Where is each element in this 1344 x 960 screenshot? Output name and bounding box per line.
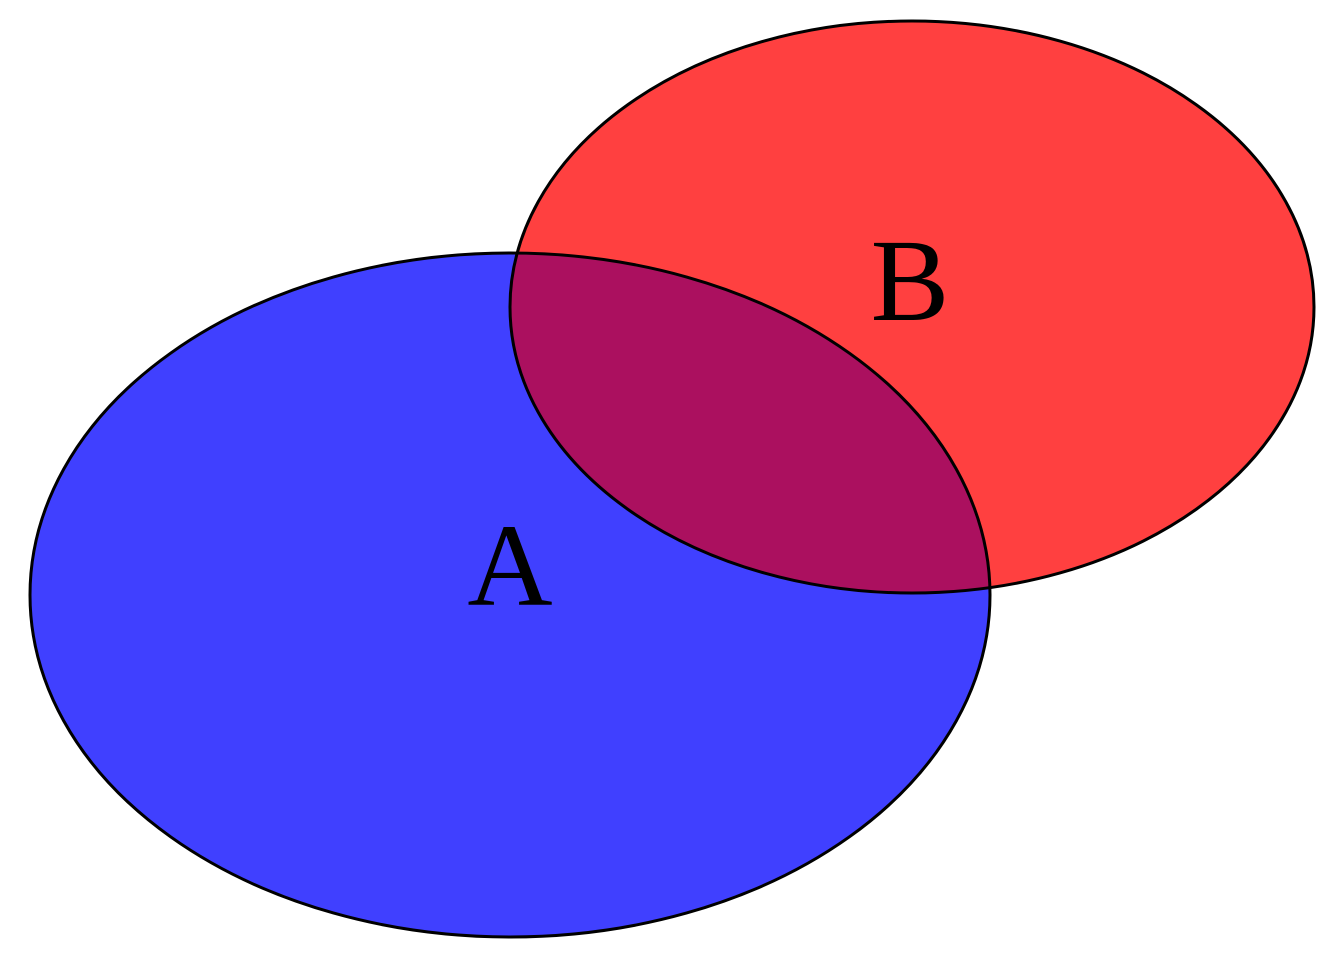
set-b-outline	[508, 19, 1316, 595]
set-a-outline	[28, 251, 992, 939]
set-a-label: A	[467, 500, 552, 631]
set-b-label: B	[871, 215, 950, 346]
